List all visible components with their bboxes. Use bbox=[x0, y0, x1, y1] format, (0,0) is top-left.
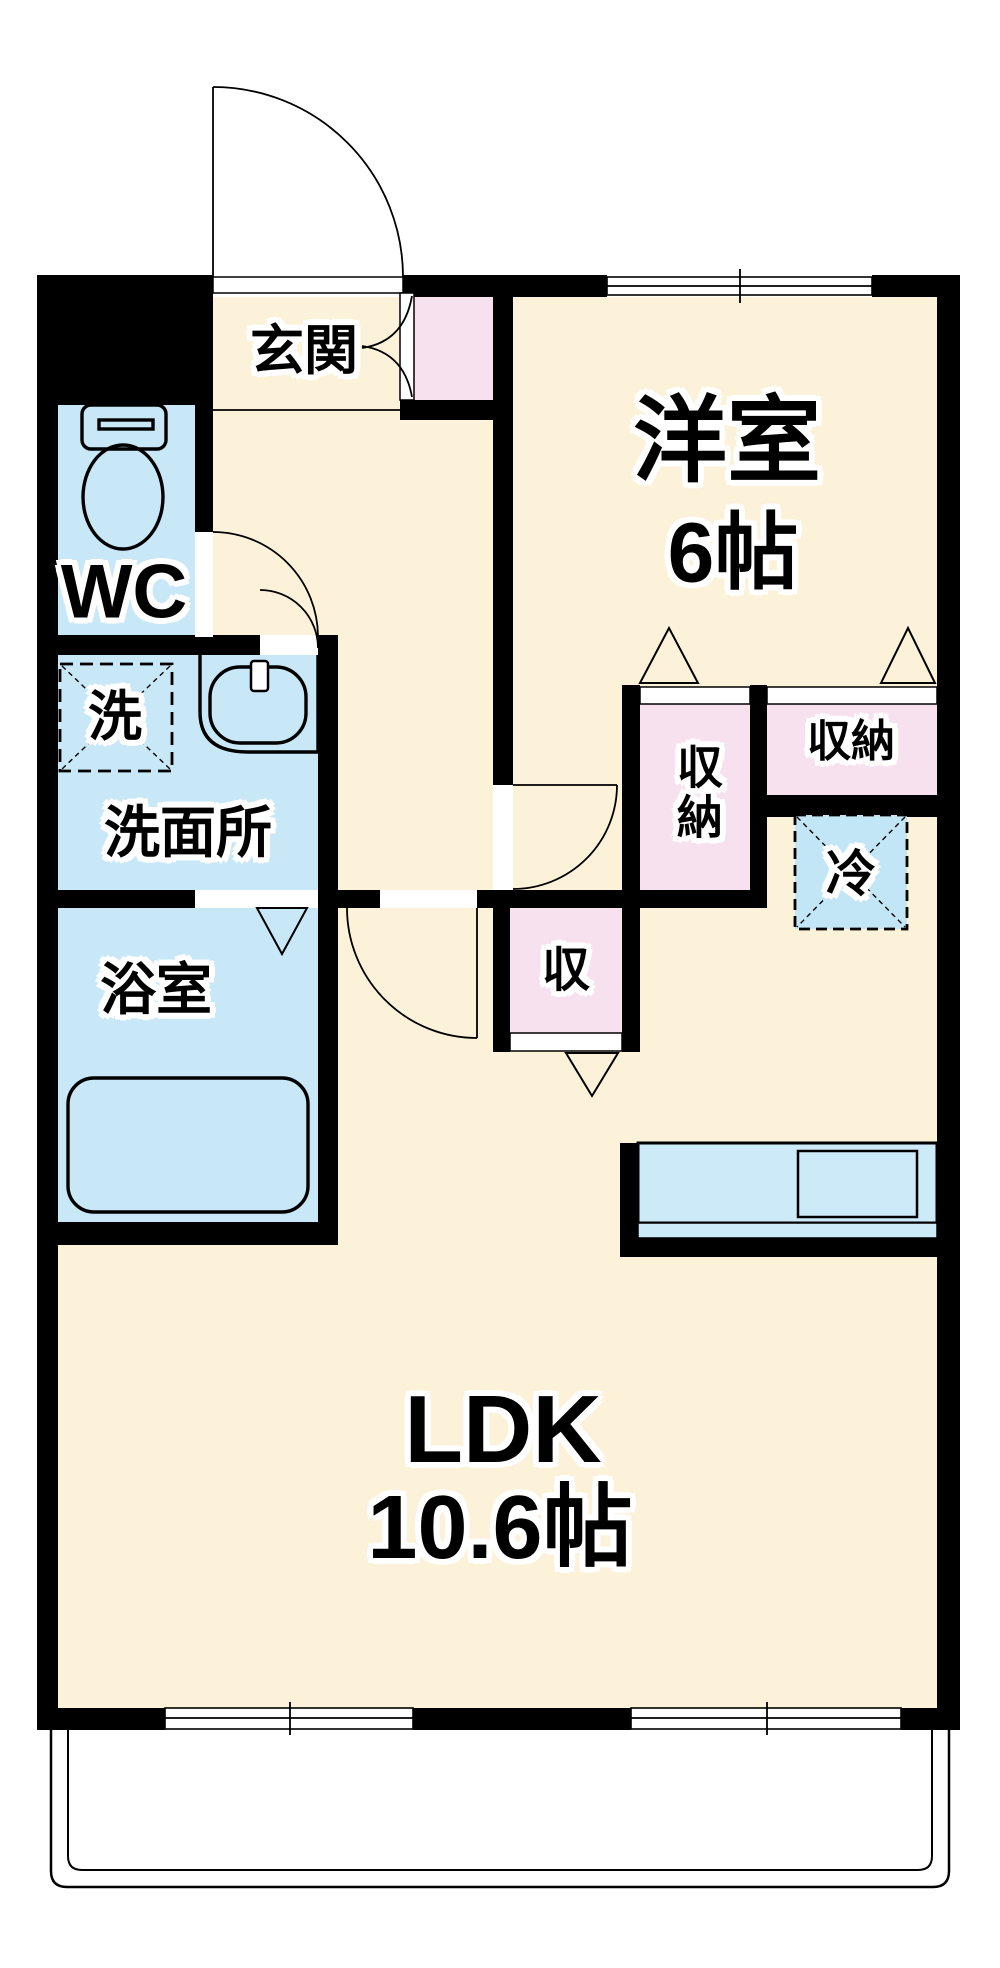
bathtub-icon bbox=[66, 1076, 310, 1214]
balcony-inner-rail bbox=[67, 1730, 933, 1871]
label-fridge: 冷 bbox=[826, 846, 876, 902]
shoe-cabinet-arc-top bbox=[361, 295, 413, 349]
closet-hall-area bbox=[510, 908, 622, 1033]
label-western-room-size: 6帖 bbox=[667, 505, 799, 600]
label-closet-right: 収納 bbox=[807, 717, 895, 767]
washroom-door-arc bbox=[259, 589, 319, 649]
label-wc: WC bbox=[60, 549, 188, 635]
balcony bbox=[49, 1730, 951, 1890]
closet-right-door-mark bbox=[879, 625, 937, 684]
shoe-cabinet-arc-bottom bbox=[361, 345, 413, 398]
entrance-threshold bbox=[212, 276, 404, 294]
entrance-door-arc bbox=[212, 86, 404, 278]
label-western-room: 洋室 bbox=[632, 388, 822, 494]
closet-mid-door-mark bbox=[638, 625, 700, 684]
washroom-floor bbox=[58, 655, 318, 890]
washroom-door-gap bbox=[260, 635, 318, 655]
label-genkan: 玄関 bbox=[250, 320, 358, 381]
bathroom-door-gap bbox=[195, 890, 318, 908]
fixtures bbox=[58, 403, 939, 1239]
door-swings bbox=[212, 86, 937, 1098]
bathroom-folding-door bbox=[255, 907, 309, 957]
ldk-door-arc bbox=[346, 907, 478, 1039]
refrigerator-icon bbox=[793, 813, 909, 931]
closet-right-area bbox=[767, 704, 937, 795]
label-washroom: 洗面所 bbox=[104, 800, 272, 864]
label-washer: 洗 bbox=[88, 686, 142, 747]
toilet-icon bbox=[80, 403, 168, 551]
walls bbox=[37, 275, 960, 1730]
label-ldk: LDK bbox=[404, 1376, 602, 1484]
kitchen-counter-icon bbox=[636, 1141, 939, 1239]
shoe-cabinet-door bbox=[399, 292, 415, 401]
closet-mid-door bbox=[639, 686, 751, 705]
balcony-outer-rail bbox=[49, 1730, 951, 1889]
bathroom-floor bbox=[58, 908, 318, 1222]
label-closet-mid: 収納 bbox=[670, 743, 723, 843]
wc-door-arc bbox=[212, 531, 319, 638]
shoe-cabinet-area bbox=[414, 293, 493, 400]
closet-mid-area bbox=[640, 704, 750, 890]
ldk-door-gap bbox=[380, 890, 477, 908]
label-closet-hall: 収 bbox=[541, 944, 591, 998]
kitchen-sink bbox=[796, 1149, 919, 1219]
label-ldk-size: 10.6帖 bbox=[367, 1478, 633, 1579]
wc-door-gap bbox=[195, 532, 213, 637]
closet-hall-door bbox=[509, 1032, 623, 1052]
door-openings bbox=[195, 276, 938, 1052]
windows bbox=[164, 269, 902, 1735]
vanity-sink-icon bbox=[198, 655, 320, 754]
closet-right-door bbox=[766, 686, 938, 705]
label-bathroom: 浴室 bbox=[100, 957, 212, 1021]
western-room-door-gap bbox=[493, 785, 513, 890]
balcony-floor bbox=[51, 1730, 949, 1890]
western-room-door-arc bbox=[512, 784, 618, 890]
closet-hall-door-mark bbox=[564, 1052, 620, 1098]
washing-machine-icon bbox=[58, 662, 174, 773]
